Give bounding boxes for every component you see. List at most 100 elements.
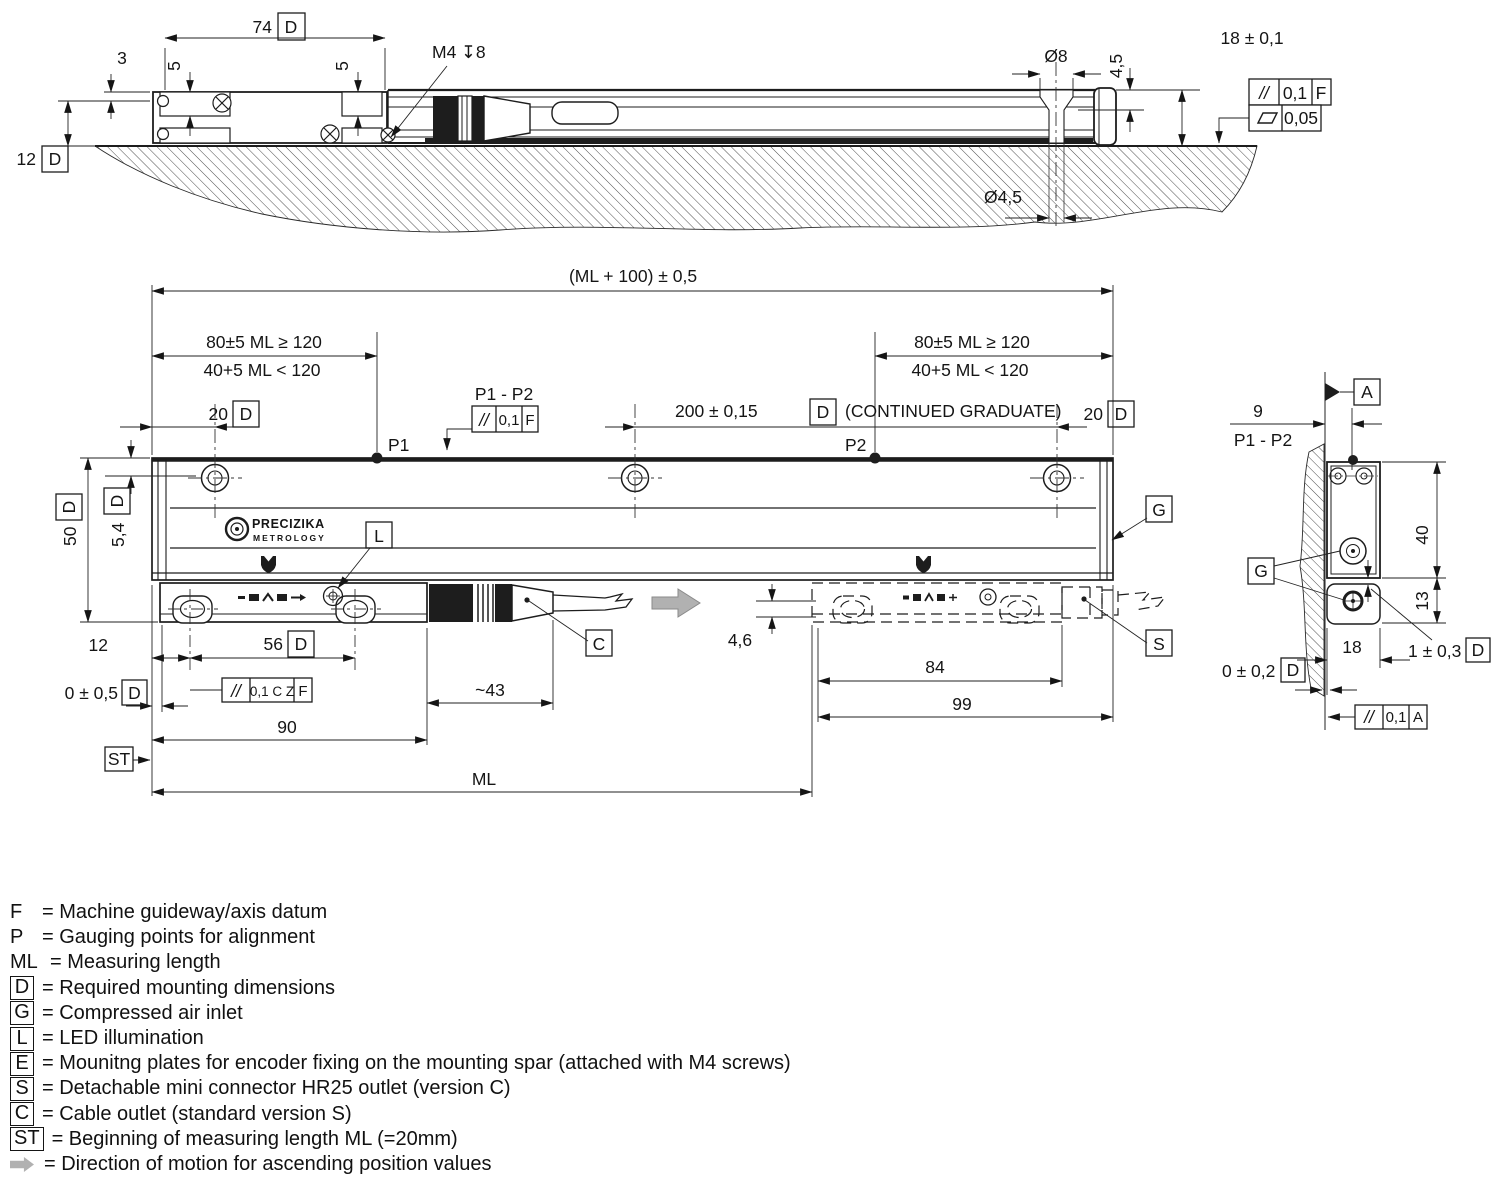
svg-text:D: D xyxy=(107,495,127,508)
legend-row: D= Required mounting dimensions xyxy=(10,976,1110,1001)
side-dimensions xyxy=(1230,408,1446,721)
box-d: D xyxy=(287,630,315,658)
dim-74-label: 74 xyxy=(253,17,273,37)
dim-5-right-label: 5 xyxy=(332,61,352,71)
machine-surface-hatch xyxy=(93,145,1258,233)
dim-18-side-label: 18 xyxy=(1342,637,1361,657)
svg-text:D: D xyxy=(1287,660,1300,680)
dim-99-label: 99 xyxy=(952,694,971,714)
dim-200-label: 200 ± 0,15 xyxy=(675,401,758,421)
dim-12-label: 12 xyxy=(89,635,108,655)
box-d: D xyxy=(1465,637,1491,663)
label-s: S xyxy=(1153,634,1165,654)
dim-1-label: 1 ± 0,3 xyxy=(1408,641,1461,661)
head-marking-icon xyxy=(238,592,306,602)
mounting-hole-section xyxy=(1039,62,1074,230)
dim-46-label: 4,6 xyxy=(728,630,752,650)
dim-56-label: 56 xyxy=(264,634,283,654)
dim-12-label: 12 xyxy=(17,149,36,169)
label-g-side: G xyxy=(1254,561,1268,581)
svg-text:F: F xyxy=(525,412,534,429)
svg-text://: // xyxy=(478,410,491,430)
direction-of-motion-arrow-icon xyxy=(651,588,701,618)
dim-5-left-label: 5 xyxy=(164,61,184,71)
box-d: D xyxy=(41,145,69,173)
legend-row: C= Cable outlet (standard version S) xyxy=(10,1102,1110,1127)
dim-0-label: 0 ± 0,5 xyxy=(65,683,118,703)
parallel-symbol: // xyxy=(1258,83,1271,103)
mount-dim-left-bottom: 40+5 ML < 120 xyxy=(203,360,320,380)
brand-sub: METROLOGY xyxy=(253,533,326,543)
svg-text:D: D xyxy=(240,404,253,424)
legend-row: E= Mounitng plates for encoder fixing on… xyxy=(10,1051,1110,1076)
mount-dim-right-top: 80±5 ML ≥ 120 xyxy=(914,332,1030,352)
dim-20-right-label: 20 xyxy=(1084,404,1104,424)
legend-row: ML= Measuring length xyxy=(10,951,221,974)
tolerance-frame-p1p2: // 0,1 F xyxy=(471,405,539,433)
svg-text:A: A xyxy=(1413,709,1423,726)
connector-version-dashed xyxy=(811,582,1167,624)
tolerance-frame-flatness: 0,05 xyxy=(1248,104,1322,132)
dim-200-note: (CONTINUED GRADUATE) xyxy=(845,401,1061,421)
svg-text://: // xyxy=(1363,707,1376,727)
svg-text:0,05: 0,05 xyxy=(1284,108,1318,128)
screw-head-icon xyxy=(212,93,232,113)
svg-text:D: D xyxy=(49,149,62,169)
reference-mark-icon xyxy=(261,556,276,573)
dim-84-label: 84 xyxy=(925,657,945,677)
dim-0-side-label: 0 ± 0,2 xyxy=(1222,661,1275,681)
legend-row: ST= Beginning of measuring length ML (=2… xyxy=(10,1127,1110,1152)
p2-label: P2 xyxy=(845,435,866,455)
dim-50-group: 50 D xyxy=(55,493,83,546)
top-dimensions xyxy=(58,34,1249,222)
encoder-dimensional-drawing: 74 D 3 5 5 M4 ↧8 12 D Ø8 4,5 18 ± 0,1 Ø4… xyxy=(17,12,1491,797)
label-c: C xyxy=(593,634,606,654)
dim-43-label: ~43 xyxy=(475,680,505,700)
mounting-plate-section xyxy=(152,91,396,144)
mount-dim-right-bottom: 40+5 ML < 120 xyxy=(911,360,1028,380)
label-l: L xyxy=(374,526,384,546)
dim-54-group: 5,4 D xyxy=(103,487,131,547)
p1p2-label: P1 - P2 xyxy=(475,384,533,404)
box-d: D xyxy=(1280,657,1306,683)
dim-18-label: 18 ± 0,1 xyxy=(1220,28,1283,48)
reading-head-front xyxy=(159,582,428,671)
legend-key-boxed: G xyxy=(10,1001,34,1026)
mount-dim-left-top: 80±5 ML ≥ 120 xyxy=(206,332,322,352)
svg-text:F: F xyxy=(298,683,307,700)
callout-labels xyxy=(337,495,1173,657)
dim-3-label: 3 xyxy=(117,48,127,68)
box-c xyxy=(528,600,613,657)
dim-45-label: 4,5 xyxy=(1106,54,1126,78)
top-section-view: 74 D 3 5 5 M4 ↧8 12 D Ø8 4,5 18 ± 0,1 Ø4… xyxy=(17,12,1332,233)
svg-text:D: D xyxy=(1472,640,1485,660)
box-g xyxy=(1111,495,1173,541)
p1-label: P1 xyxy=(388,435,409,455)
dim-9-label: 9 xyxy=(1253,401,1263,421)
svg-text:F: F xyxy=(1316,83,1327,103)
box-d: D xyxy=(277,12,306,41)
box-d: D xyxy=(1107,400,1135,428)
led-indicator-icon xyxy=(322,585,344,607)
p1p2-side-label: P1 - P2 xyxy=(1234,430,1292,450)
front-dimension-labels: (ML + 100) ± 0,5 80±5 ML ≥ 120 40+5 ML <… xyxy=(55,266,1135,789)
dim-40-label: 40 xyxy=(1412,525,1432,545)
legend-key: F xyxy=(10,901,23,924)
tolerance-frame-parallel: // 0,1 F xyxy=(1248,78,1332,106)
svg-text:0,1: 0,1 xyxy=(1283,83,1307,103)
flatness-symbol-icon xyxy=(1256,112,1279,124)
precizika-logo-icon xyxy=(224,516,250,542)
legend-key-boxed: C xyxy=(10,1102,34,1127)
legend-key-boxed: S xyxy=(10,1076,34,1101)
reference-mark-icon xyxy=(916,556,931,573)
box-d: D xyxy=(121,679,148,706)
connector-version-details xyxy=(903,588,997,606)
legend: F= Machine guideway/axis datum P= Gaugin… xyxy=(10,900,1110,1177)
legend-key-boxed: E xyxy=(10,1051,34,1076)
svg-text:D: D xyxy=(817,402,830,422)
dim-90-label: 90 xyxy=(277,717,297,737)
datum-a-flag: A xyxy=(1325,378,1381,406)
legend-row: = Direction of motion for ascending posi… xyxy=(10,1152,1110,1177)
svg-text:D: D xyxy=(128,683,141,703)
